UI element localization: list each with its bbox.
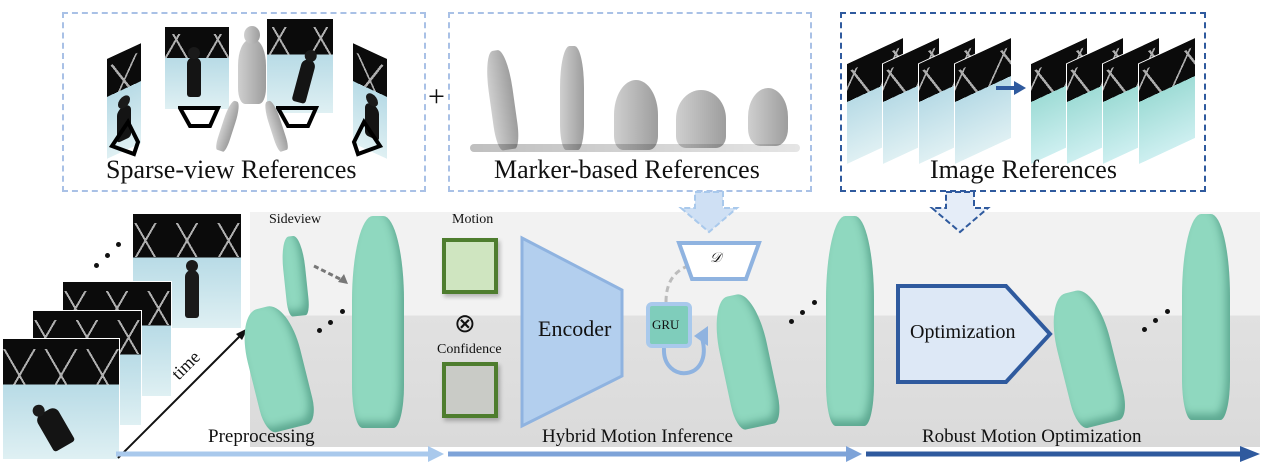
discriminator-block — [676, 241, 762, 281]
camera-frustum-icon — [276, 106, 320, 128]
sideview-label: Sideview — [269, 212, 322, 227]
ellipsis-dot — [317, 328, 322, 333]
ellipsis-dot — [105, 253, 110, 258]
marker-mesh-crouch — [676, 90, 726, 148]
encoder-block — [520, 235, 624, 429]
smpl-body-mesh — [238, 40, 266, 104]
marker-reference-input-arrow-icon — [678, 191, 740, 234]
confidence-feature-box — [442, 362, 498, 418]
standing-mesh — [352, 216, 404, 428]
smpl-body-head — [244, 26, 260, 44]
plus-sign: + — [428, 80, 445, 113]
encoder-label: Encoder — [538, 316, 612, 341]
ellipsis-dot — [812, 300, 817, 305]
stage-label-preprocessing: Preprocessing — [208, 426, 315, 447]
optimization-label: Optimization — [910, 321, 1016, 343]
image-references-panel — [840, 12, 1206, 192]
ellipsis-dot — [1153, 318, 1158, 323]
ellipsis-dot — [328, 320, 333, 325]
pipeline-timeline — [116, 446, 1260, 462]
ellipsis-dot — [1142, 327, 1147, 332]
arrow-right-icon — [996, 81, 1026, 95]
marker-mesh-squat — [748, 88, 788, 146]
marker-mesh-bend — [614, 80, 658, 150]
camera-frustum-icon — [108, 118, 141, 157]
ellipsis-dot — [1165, 309, 1170, 314]
marker-mesh-knee — [560, 46, 584, 150]
sparse-view-references-label: Sparse-view References — [106, 155, 357, 184]
ellipsis-dot — [789, 319, 794, 324]
motion-feature-box — [442, 238, 498, 294]
sparse-view-camera-image — [164, 26, 230, 110]
discriminator-label: 𝒟 — [710, 250, 722, 266]
camera-frustum-icon — [178, 106, 222, 128]
gru-block — [646, 302, 692, 348]
marker-based-references-label: Marker-based References — [494, 155, 760, 184]
stage-label-hybrid-motion-inference: Hybrid Motion Inference — [542, 426, 733, 447]
image-reference-input-arrow-icon — [929, 191, 991, 234]
optimization-block — [896, 284, 1053, 384]
sparse-view-camera-image — [266, 18, 334, 114]
ellipsis-dot — [340, 309, 345, 314]
marker-floor-shadow — [470, 144, 800, 152]
camera-frustum-icon — [351, 118, 384, 157]
gru-label: GRU — [652, 317, 680, 332]
marker-based-references-panel — [448, 12, 812, 192]
ellipsis-dot — [116, 242, 121, 247]
stage-arrowhead-optimization — [1240, 446, 1260, 462]
dashed-arrow-icon — [313, 264, 348, 284]
input-frame — [2, 338, 120, 460]
image-references-label: Image References — [930, 155, 1117, 184]
stage-label-robust-motion-optimization: Robust Motion Optimization — [922, 426, 1142, 447]
motion-label: Motion — [452, 212, 494, 227]
stage-arrowhead-inference — [846, 446, 862, 462]
stage-arrowhead-preprocessing — [428, 446, 444, 462]
ellipsis-dot — [800, 310, 805, 315]
multiply-symbol: ⊗ — [454, 309, 476, 339]
optimized-standing-mesh — [1182, 214, 1230, 420]
confidence-label: Confidence — [437, 342, 502, 357]
sparse-view-references-panel — [62, 12, 426, 192]
inferred-standing-mesh — [826, 216, 874, 426]
ellipsis-dot — [94, 263, 99, 268]
